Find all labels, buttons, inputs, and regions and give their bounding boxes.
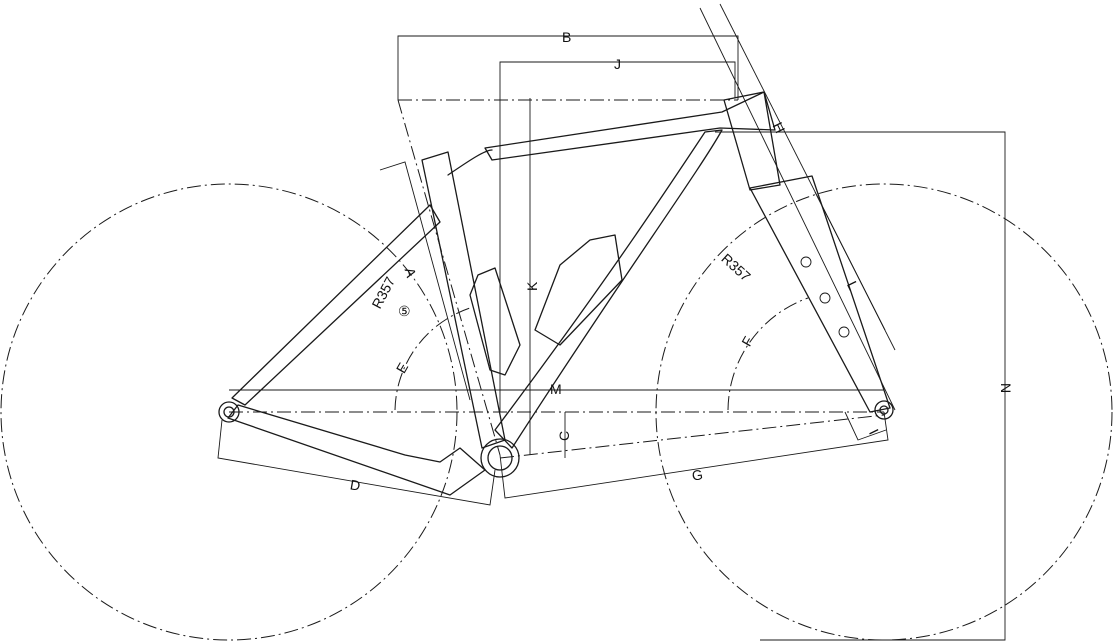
dim-l [814,191,896,351]
label-r357-rear: R357 [368,274,398,311]
rear-axle-outer [218,401,240,423]
label-d: D [349,476,362,494]
label-a: A [402,266,420,280]
label-j: J [614,56,621,72]
seat-stay-2 [447,149,493,176]
dim-c-base [499,414,885,459]
label-c: C [556,431,572,441]
down-tube [494,129,723,449]
label-e: E [393,360,412,376]
label-n: N [998,383,1014,393]
label-m: M [550,381,562,397]
bottom-bracket-outer [480,438,520,478]
fork-mount-3 [838,326,850,338]
label-f: F [738,334,756,349]
seat-tube [421,151,506,449]
top-tube [484,91,776,161]
dim-j [499,61,736,412]
label-i: I [866,426,882,437]
circled-note: ⑤ [398,303,411,319]
dim-d [217,419,496,506]
arc-e [394,307,471,411]
dim-a [379,161,471,401]
fork-mount-1 [800,256,812,268]
head-tube [723,91,781,191]
arc-f [727,297,809,411]
rear-axle-inner [223,406,235,418]
dim-n [715,131,1006,641]
dim-g [499,411,889,499]
bottle-2 [534,234,623,346]
front-axle-outer [874,400,894,420]
front-axle-inner [879,405,889,415]
bottom-bracket-inner [487,445,513,471]
dim-b [397,35,739,100]
seat-tube-guide [397,99,501,456]
label-b: B [562,29,571,45]
bottle-1 [469,267,521,376]
seat-stay [231,204,441,406]
fork [749,175,891,413]
fork-mount-2 [819,292,831,304]
chain-stay [227,404,486,496]
label-r357-front: R357 [718,250,754,284]
dim-i [844,411,887,441]
label-g: G [691,466,704,483]
head-tube-axis [699,7,896,411]
label-k: K [524,281,540,291]
